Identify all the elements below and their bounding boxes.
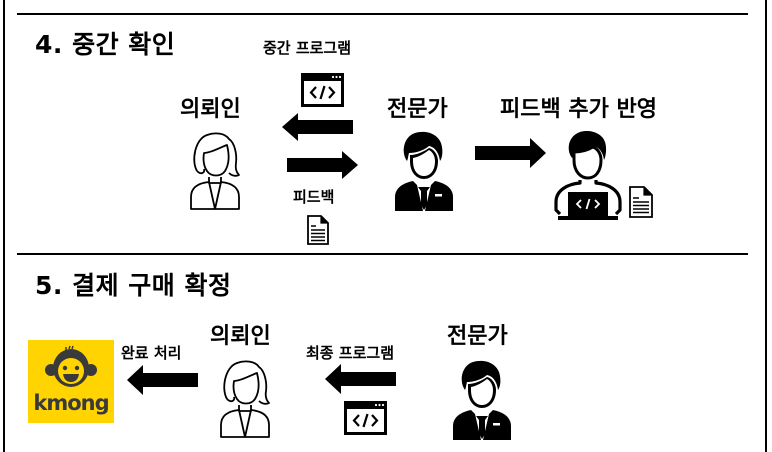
final-program-label: 최종 프로그램 bbox=[306, 344, 395, 362]
expert-label: 전문가 bbox=[447, 324, 508, 349]
feedback-document-icon bbox=[307, 215, 329, 245]
section-title: 5. 결제 구매 확정 bbox=[35, 271, 232, 300]
client-woman-icon bbox=[190, 132, 240, 210]
expert-label: 전문가 bbox=[387, 97, 448, 122]
document-icon bbox=[629, 186, 653, 218]
client-label: 의뢰인 bbox=[210, 324, 271, 349]
client-woman-icon bbox=[220, 360, 270, 438]
divider-top bbox=[17, 13, 748, 15]
expert-businessman-icon bbox=[453, 360, 511, 440]
kmong-logo-text: kmong bbox=[33, 391, 109, 415]
developer-laptop-icon bbox=[554, 131, 622, 220]
right-border bbox=[765, 0, 767, 452]
divider-middle bbox=[17, 253, 748, 255]
client-label: 의뢰인 bbox=[180, 97, 241, 122]
section-title: 4. 중간 확인 bbox=[35, 30, 176, 59]
expert-businessman-icon bbox=[395, 131, 453, 211]
arrow-right-icon bbox=[475, 138, 546, 168]
code-window-icon bbox=[301, 73, 344, 107]
monkey-icon bbox=[45, 345, 97, 387]
arrow-left-icon bbox=[282, 113, 353, 141]
complete-label: 완료 처리 bbox=[121, 344, 182, 362]
feedback-label: 피드백 bbox=[293, 188, 335, 206]
intermediate-program-label: 중간 프로그램 bbox=[263, 39, 352, 57]
code-window-icon bbox=[344, 401, 387, 435]
arrow-left-icon bbox=[127, 365, 198, 395]
arrow-right-icon bbox=[287, 151, 358, 179]
arrow-left-icon bbox=[325, 364, 396, 394]
kmong-logo: kmong bbox=[28, 340, 114, 423]
left-border bbox=[3, 0, 5, 452]
apply-feedback-label: 피드백 추가 반영 bbox=[500, 97, 657, 122]
